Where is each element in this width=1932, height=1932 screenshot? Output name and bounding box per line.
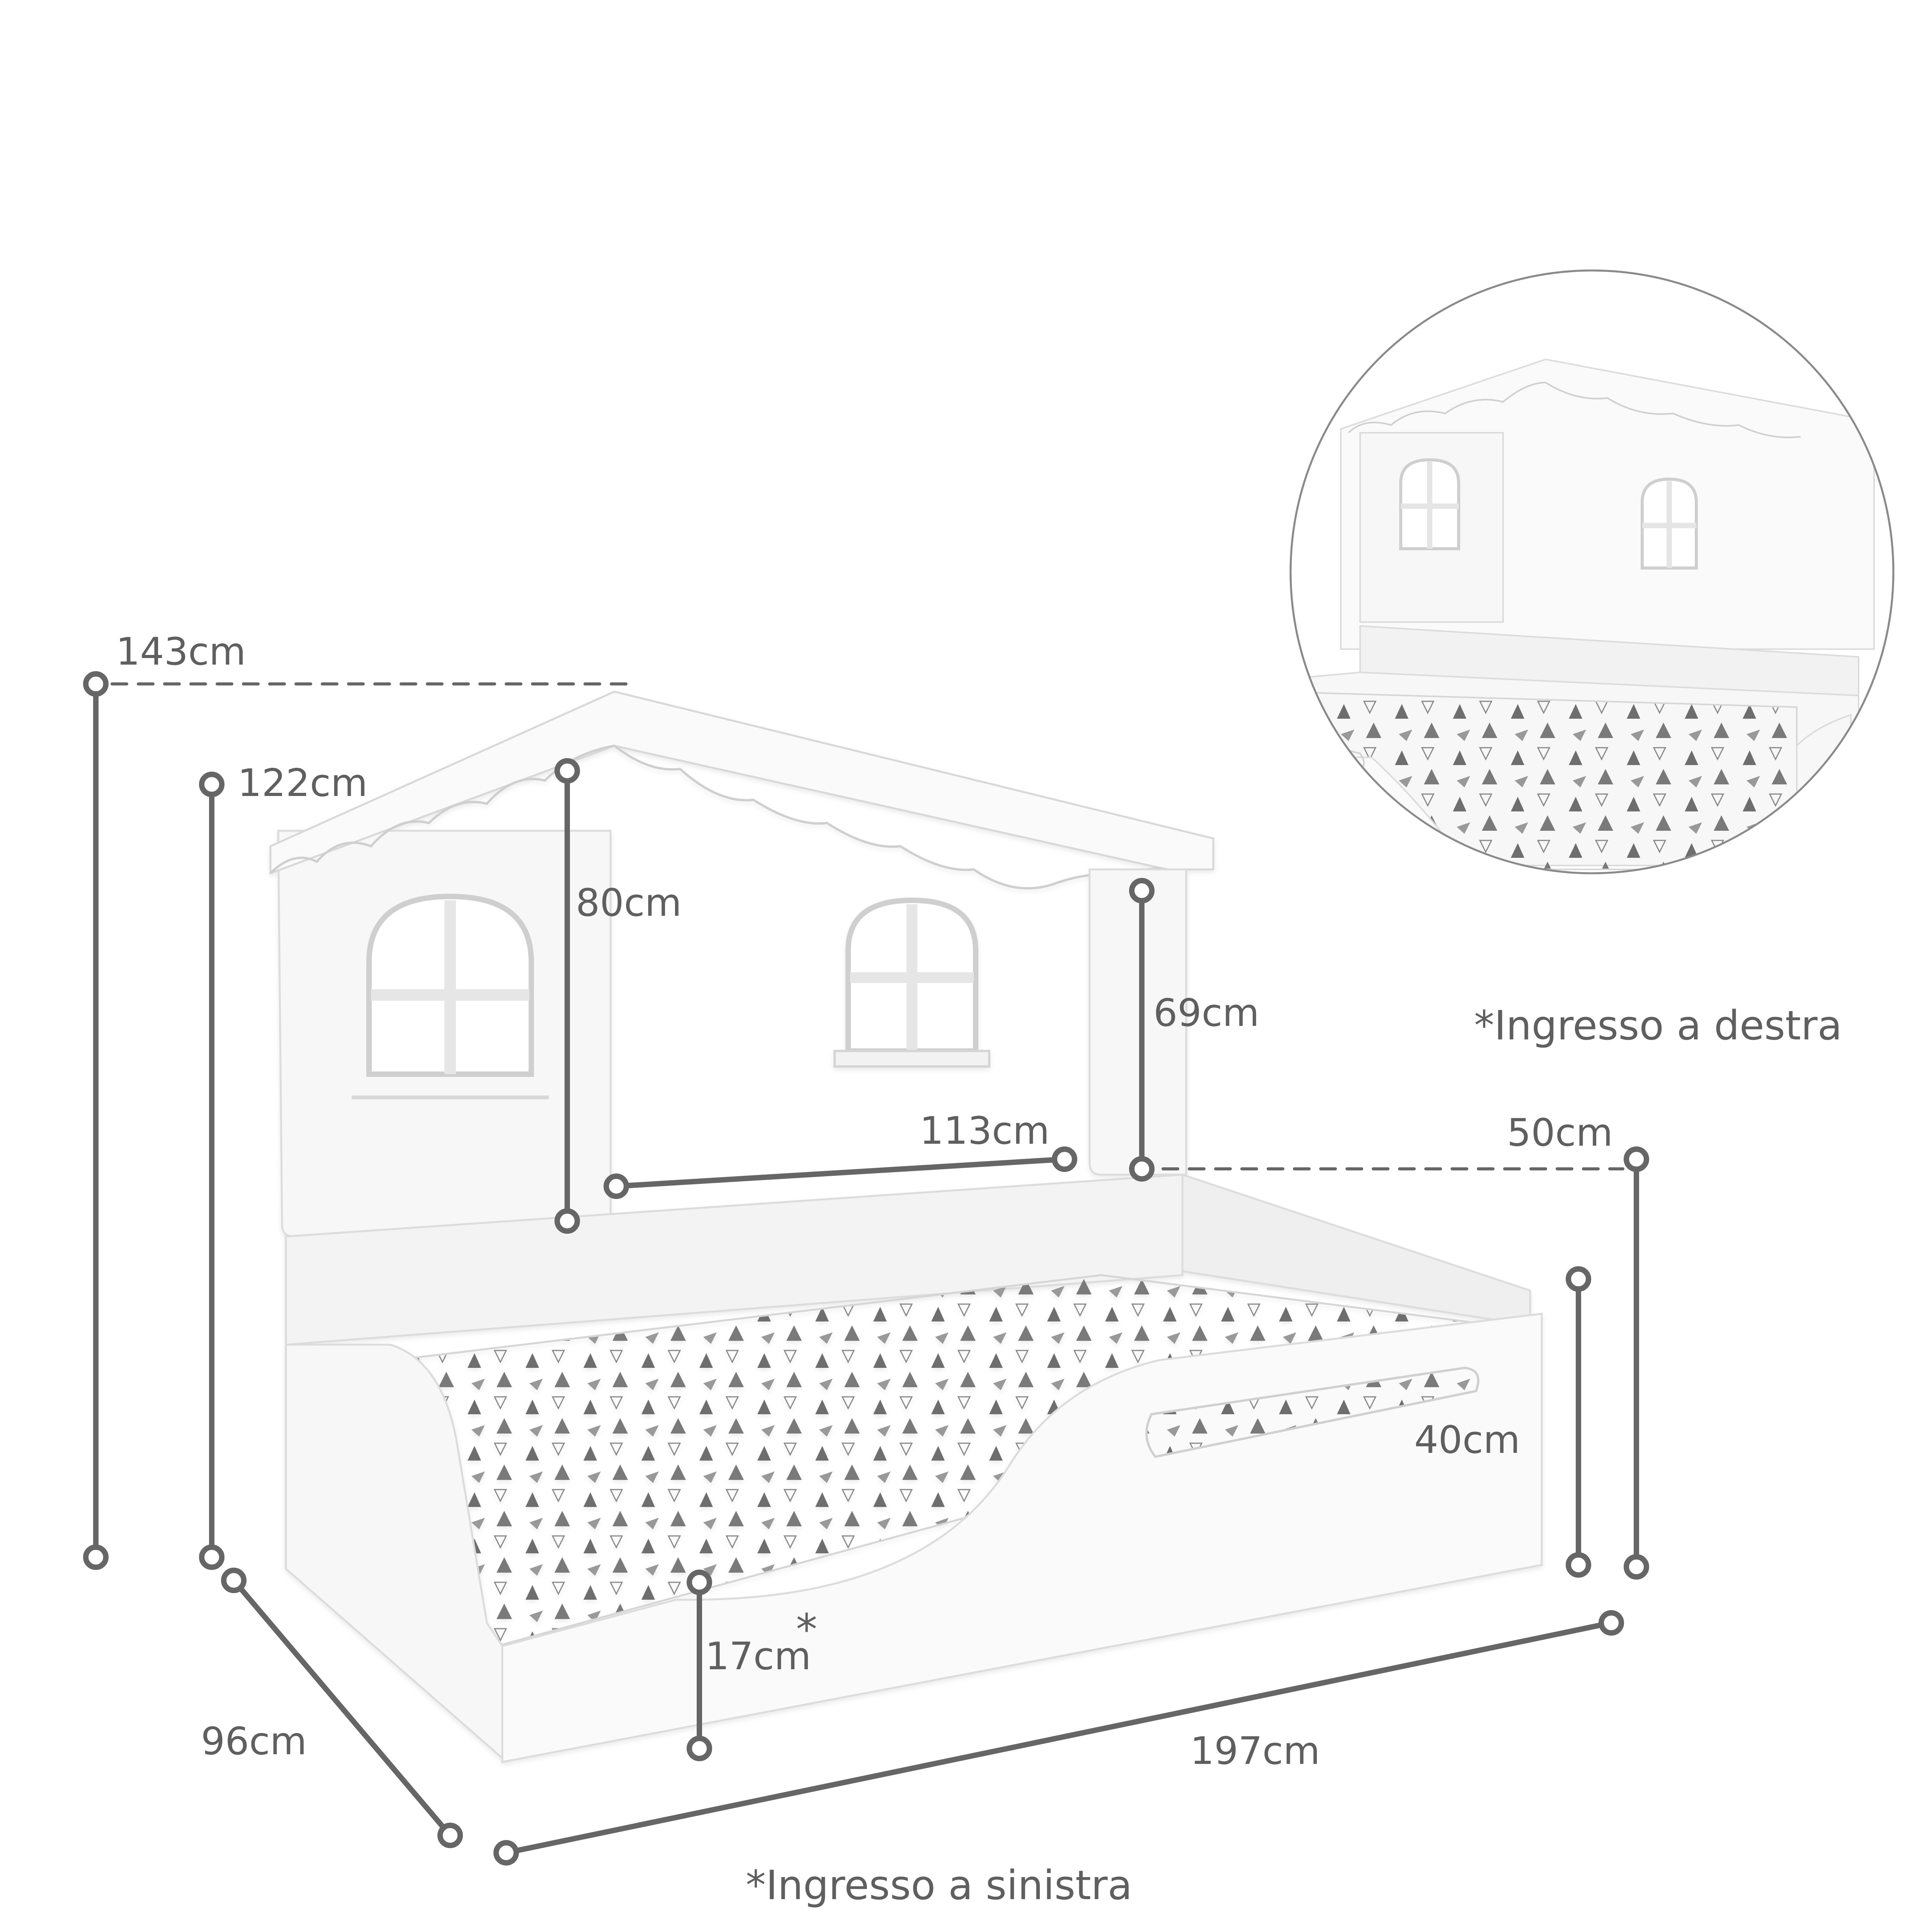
dim-marker xyxy=(1129,1156,1155,1182)
dim-line-window-span xyxy=(614,1156,1067,1189)
dim-marker xyxy=(554,758,580,784)
dim-marker xyxy=(1566,1552,1591,1578)
label-post-height: 69cm xyxy=(1153,991,1259,1035)
dim-marker xyxy=(199,772,224,797)
dim-marker xyxy=(1129,878,1155,903)
dim-marker xyxy=(1624,1146,1649,1172)
dim-line-depth xyxy=(231,1578,453,1838)
dim-marker xyxy=(221,1568,247,1593)
headboard-right-post xyxy=(1088,868,1187,1176)
bed-left-end-panel xyxy=(285,1344,503,1760)
label-depth: 96cm xyxy=(201,1719,307,1764)
dimension-lines xyxy=(83,671,1649,1866)
label-roof-inner-height: 80cm xyxy=(576,881,682,925)
dim-marker xyxy=(437,1823,463,1848)
dim-marker xyxy=(554,1208,580,1234)
label-total-height: 143cm xyxy=(116,630,246,674)
note-left-entry: *Ingresso a sinistra xyxy=(746,1862,1132,1909)
dim-marker xyxy=(1624,1554,1649,1580)
roof-scallops xyxy=(269,744,1167,889)
backboard xyxy=(285,1173,1184,1346)
bed-front-rail-slot xyxy=(1145,1366,1480,1458)
label-headboard-height: 122cm xyxy=(238,761,367,805)
label-entry-asterisk: * xyxy=(796,1605,817,1654)
dim-marker xyxy=(199,1544,224,1570)
main-bed-illustration xyxy=(269,690,1543,1764)
dimension-labels: 143cm 122cm 80cm 69cm 113cm 50cm 40cm 17… xyxy=(116,630,1842,1909)
dim-line-length xyxy=(503,1620,1614,1855)
label-length: 197cm xyxy=(1190,1729,1320,1773)
label-entry-height: 17cm xyxy=(705,1634,811,1679)
dim-marker xyxy=(493,1840,519,1866)
inset-right-entry-view xyxy=(1289,269,1895,874)
dim-marker xyxy=(1052,1146,1077,1172)
dim-marker xyxy=(1599,1610,1624,1636)
dim-marker xyxy=(83,1544,109,1570)
dim-marker xyxy=(687,1736,712,1761)
dim-marker xyxy=(83,671,109,697)
note-right-entry: *Ingresso a destra xyxy=(1474,1002,1842,1049)
label-side-height: 50cm xyxy=(1507,1111,1613,1155)
dim-marker xyxy=(604,1173,629,1199)
dim-marker xyxy=(687,1570,712,1595)
center-window xyxy=(833,897,990,1068)
label-window-span: 113cm xyxy=(920,1109,1049,1153)
label-rail-height: 40cm xyxy=(1414,1418,1520,1462)
dim-marker xyxy=(1566,1266,1591,1292)
left-window xyxy=(352,893,549,1099)
